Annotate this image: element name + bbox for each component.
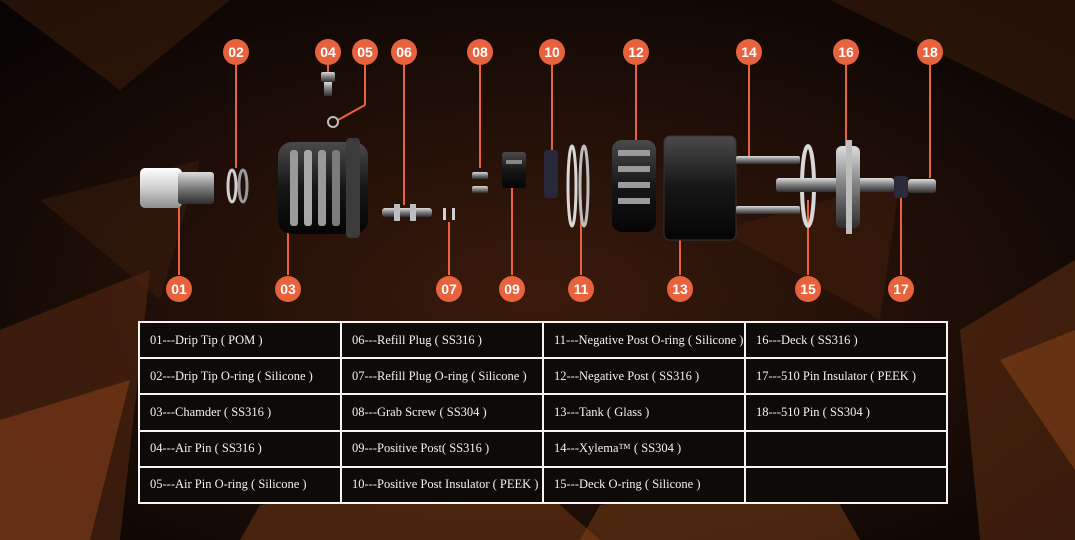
table-cell [744, 465, 948, 505]
table-row: 05---Air Pin O-ring ( Silicone ) 10---Po… [138, 465, 948, 505]
tank-part [663, 135, 737, 241]
callout-badge-10: 10 [539, 39, 565, 65]
table-cell: 10---Positive Post Insulator ( PEEK ) [340, 465, 544, 505]
table-cell: 16---Deck ( SS316 ) [744, 320, 948, 360]
table-cell: 08---Grab Screw ( SS304 ) [340, 393, 544, 432]
grab-screw-part [472, 172, 488, 193]
table-cell: 06---Refill Plug ( SS316 ) [340, 320, 544, 360]
callout-badge-18: 18 [917, 39, 943, 65]
table-row: 01---Drip Tip ( POM ) 06---Refill Plug (… [138, 320, 948, 360]
table-cell: 04---Air Pin ( SS316 ) [138, 429, 342, 468]
callout-badge-05: 05 [352, 39, 378, 65]
deck-part [776, 140, 894, 234]
table-cell: 12---Negative Post ( SS316 ) [542, 357, 746, 396]
callout-badge-03: 03 [275, 276, 301, 302]
chamber-part [278, 138, 368, 238]
table-cell: 14---Xylema™ ( SS304 ) [542, 429, 746, 468]
callout-badge-02: 02 [223, 39, 249, 65]
table-cell: 18---510 Pin ( SS304 ) [744, 393, 948, 432]
callout-badge-11: 11 [568, 276, 594, 302]
table-row: 03---Chamder ( SS316 ) 08---Grab Screw (… [138, 393, 948, 432]
callout-badge-07: 07 [436, 276, 462, 302]
callout-badge-08: 08 [467, 39, 493, 65]
positive-post-part [502, 152, 526, 188]
drip-tip-oring-part [226, 168, 249, 204]
drip-tip-part [140, 168, 214, 208]
table-cell: 02---Drip Tip O-ring ( Silicone ) [138, 357, 342, 396]
table-cell: 15---Deck O-ring ( Silicone ) [542, 465, 746, 505]
callout-badge-16: 16 [833, 39, 859, 65]
callout-badge-17: 17 [888, 276, 914, 302]
callout-badge-14: 14 [736, 39, 762, 65]
table-cell: 05---Air Pin O-ring ( Silicone ) [138, 465, 342, 505]
table-cell: 11---Negative Post O-ring ( Silicone ) [542, 320, 746, 360]
negative-post-part [612, 140, 656, 232]
parts-list-table: 01---Drip Tip ( POM ) 06---Refill Plug (… [138, 320, 948, 505]
refill-plug-oring-part [443, 208, 455, 220]
callout-badge-01: 01 [166, 276, 192, 302]
table-row: 04---Air Pin ( SS316 ) 09---Positive Pos… [138, 429, 948, 468]
refill-plug-part [382, 204, 432, 221]
table-cell: 17---510 Pin Insulator ( PEEK ) [744, 357, 948, 396]
510-pin-part [908, 179, 936, 193]
table-cell: 09---Positive Post( SS316 ) [340, 429, 544, 468]
negative-post-oring-part [566, 144, 590, 228]
xylema-part [736, 156, 800, 214]
air-pin-oring-part [327, 116, 339, 128]
air-pin-part [321, 72, 335, 96]
table-cell [744, 429, 948, 468]
callout-badge-04: 04 [315, 39, 341, 65]
callout-badge-13: 13 [667, 276, 693, 302]
table-cell: 07---Refill Plug O-ring ( Silicone ) [340, 357, 544, 396]
table-cell: 03---Chamder ( SS316 ) [138, 393, 342, 432]
callout-badge-15: 15 [795, 276, 821, 302]
callout-badge-09: 09 [499, 276, 525, 302]
table-cell: 01---Drip Tip ( POM ) [138, 320, 342, 360]
callout-badge-12: 12 [623, 39, 649, 65]
positive-post-insulator-part [544, 150, 558, 198]
table-row: 02---Drip Tip O-ring ( Silicone ) 07---R… [138, 357, 948, 396]
exploded-view-diagram [140, 65, 936, 275]
table-cell: 13---Tank ( Glass ) [542, 393, 746, 432]
callout-badge-06: 06 [391, 39, 417, 65]
510-pin-insulator-part [894, 176, 908, 198]
